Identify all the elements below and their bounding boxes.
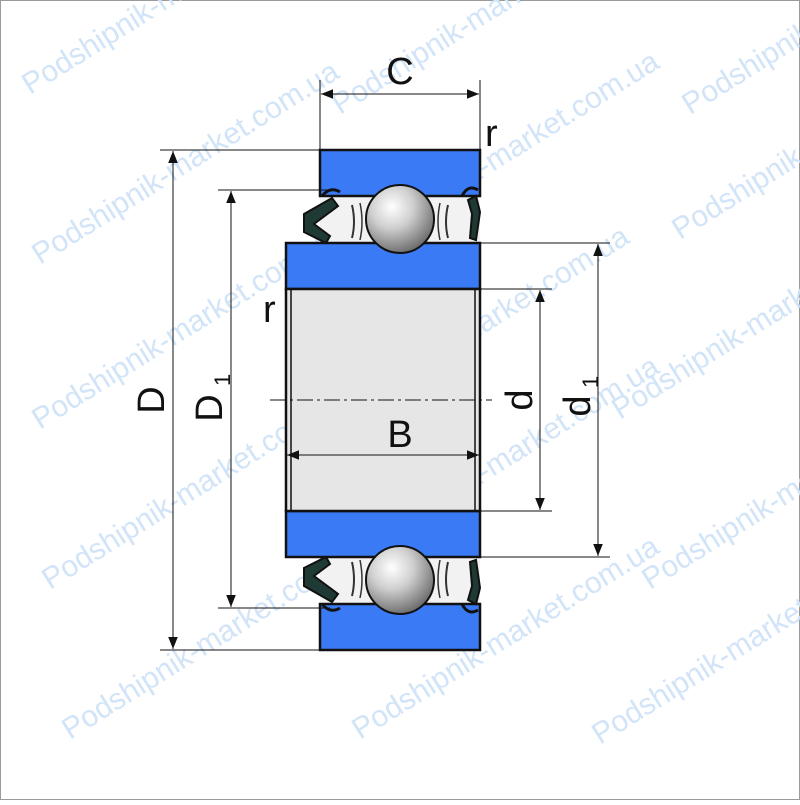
cage-bottom-right-2 — [437, 559, 441, 599]
ball-bottom — [365, 545, 435, 615]
label-d1-main: d — [557, 395, 599, 416]
seal-top-right-lip — [460, 186, 479, 197]
label-D: D — [131, 386, 173, 413]
label-r-left: r — [263, 289, 276, 331]
label-r-top: r — [485, 113, 498, 155]
seal-bottom-right — [466, 558, 482, 606]
bearing-cross-section — [270, 148, 492, 652]
cage-top-left-2 — [359, 202, 363, 241]
cage-bottom-left-2 — [359, 559, 363, 599]
label-d1-sub: 1 — [578, 376, 603, 388]
label-D1: D 1 — [189, 374, 235, 422]
label-d: d — [499, 389, 541, 410]
cage-top-left — [351, 204, 355, 239]
cage-bottom-left — [351, 561, 355, 597]
label-d1: d 1 — [557, 376, 603, 417]
cage-top-right — [445, 204, 449, 239]
seal-bottom-right-lip — [460, 603, 479, 614]
seal-top-right — [466, 194, 482, 242]
cage-bottom-right — [445, 561, 449, 597]
dimension-labels: C r r B D D 1 d d 1 — [131, 51, 603, 456]
inner-ring-top — [284, 241, 482, 291]
label-D1-sub: 1 — [210, 374, 235, 386]
label-B: B — [387, 414, 412, 456]
label-c: C — [386, 51, 413, 93]
seal-top-left-lip — [320, 188, 341, 197]
seal-top-left — [303, 196, 340, 245]
dimension-lines — [160, 80, 610, 651]
cage-top-right-2 — [437, 202, 441, 241]
ball-top — [365, 184, 435, 254]
seal-bottom-left-lip — [320, 603, 341, 612]
label-D1-main: D — [189, 394, 231, 421]
seal-bottom-left — [303, 555, 340, 604]
